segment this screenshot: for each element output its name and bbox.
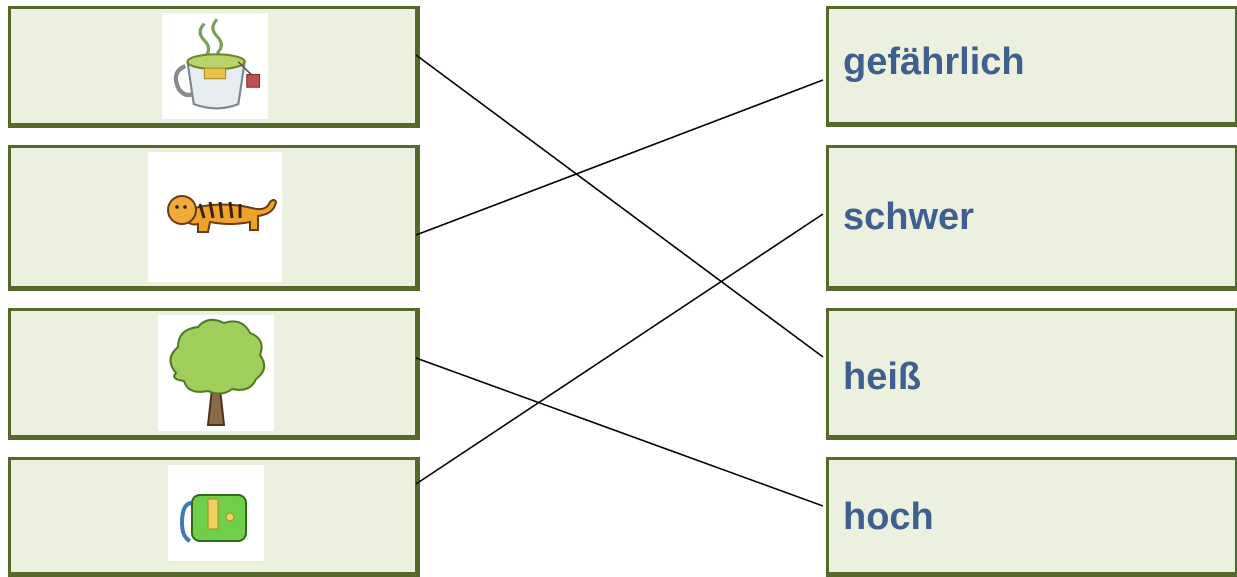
match-line-4	[415, 213, 824, 485]
tiger-icon	[167, 195, 278, 233]
word-label: gefährlich	[843, 41, 1025, 83]
word-label: schwer	[843, 196, 974, 238]
match-line-2	[415, 79, 824, 236]
word-card-2[interactable]: schwer	[826, 145, 1237, 291]
word-card-1[interactable]: gefährlich	[826, 6, 1237, 127]
match-line-3	[415, 357, 824, 507]
tree-picture	[158, 315, 274, 431]
tiger-picture	[148, 152, 282, 282]
picture-card-3[interactable]	[8, 308, 420, 440]
schoolbag-picture	[168, 465, 264, 561]
picture-card-1[interactable]	[8, 6, 420, 128]
tea-cup-icon	[173, 18, 261, 110]
match-line-1	[415, 54, 824, 358]
picture-card-2[interactable]	[8, 145, 420, 291]
tree-icon	[169, 318, 266, 426]
word-label: heiß	[843, 356, 922, 398]
tea-cup-picture	[162, 13, 268, 119]
picture-card-4[interactable]	[8, 457, 420, 577]
schoolbag-icon	[179, 494, 247, 543]
word-label: hoch	[843, 496, 934, 538]
word-card-4[interactable]: hoch	[826, 457, 1237, 577]
word-card-3[interactable]: heiß	[826, 308, 1237, 440]
